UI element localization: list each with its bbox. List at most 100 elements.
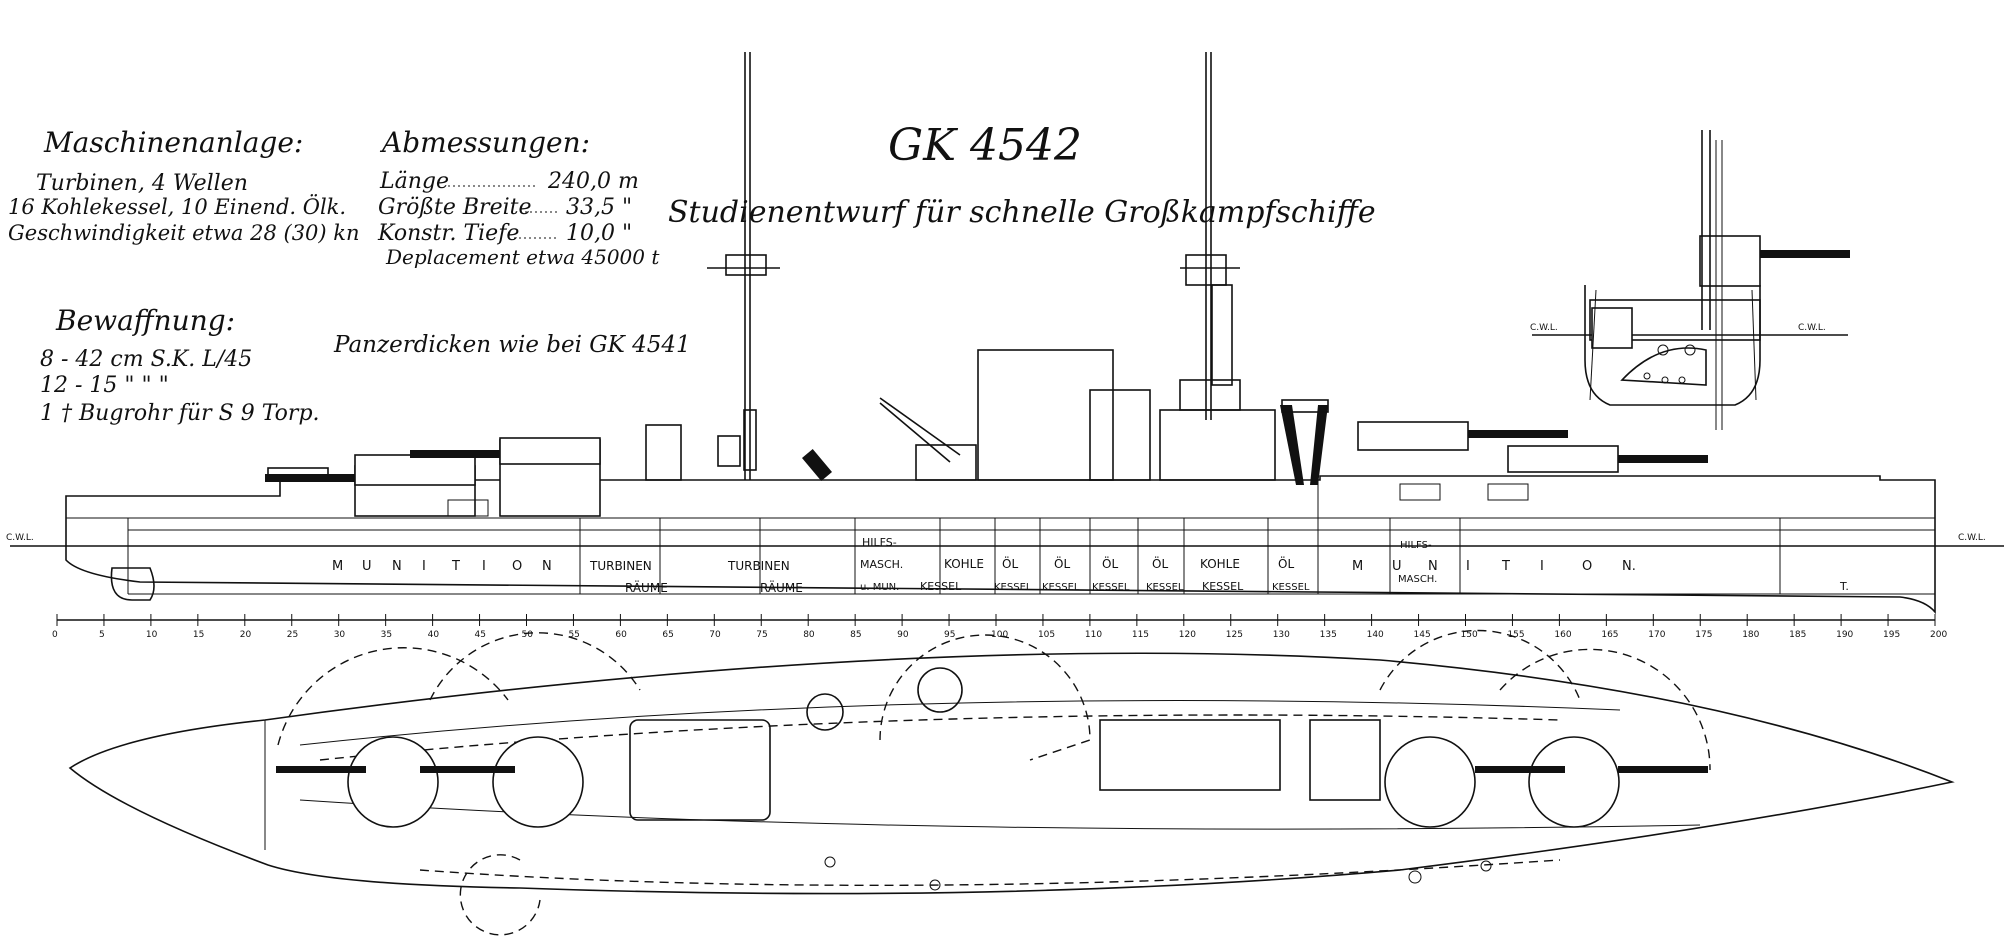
armament-line: 8 - 42 cm S.K. L/45: [40, 347, 252, 372]
boiler-label: KESSEL: [1042, 582, 1080, 593]
boiler-fuel-label: ÖL: [1152, 555, 1168, 571]
frame-number: 120: [1179, 630, 1196, 640]
drawing-title: GK 4542: [888, 120, 1082, 171]
munition-letter: U: [362, 559, 372, 574]
midship-section: C.W.L. C.W.L.: [1530, 130, 1850, 430]
armor-note: Panzerdicken wie bei GK 4541: [333, 332, 691, 358]
boiler-label: KESSEL: [1272, 582, 1310, 593]
frame-number: 200: [1930, 630, 1947, 640]
dimension-value: 240,0 m: [547, 169, 639, 194]
frame-number: 35: [381, 630, 392, 640]
munition-letter: N: [392, 559, 402, 574]
torpedo-mark: T.: [1839, 580, 1849, 593]
munition-aft-letter: N: [1428, 559, 1438, 574]
frame-number: 80: [803, 630, 815, 640]
dimensions-heading: Abmessungen:: [379, 126, 590, 159]
plan-view: [68, 629, 1955, 936]
boiler-fuel-label: ÖL: [1278, 555, 1294, 571]
frame-number: 20: [240, 630, 252, 640]
dimension-value: 10,0 ": [566, 221, 632, 246]
frame-number: 150: [1461, 630, 1478, 640]
munition-letter: M: [332, 559, 343, 574]
frame-number: 75: [756, 630, 767, 640]
armament-heading: Bewaffnung:: [55, 304, 235, 337]
munition-aft-letter: I: [1540, 559, 1544, 574]
boiler-label: KESSEL: [1092, 582, 1130, 593]
frame-number: 135: [1320, 630, 1337, 640]
hilfs-masch-label: MASCH.: [860, 558, 903, 571]
boiler-label: KESSEL: [920, 580, 962, 593]
frame-number: 145: [1414, 630, 1431, 640]
frame-number: 195: [1883, 630, 1900, 640]
machinery-line: 16 Kohlekessel, 10 Einend. Ölk.: [8, 194, 346, 219]
hilfs-masch-aft-label: MASCH.: [1398, 574, 1437, 585]
frame-number: 185: [1789, 630, 1806, 640]
turbinen-label: TURBINEN: [727, 559, 790, 573]
frame-number: 60: [615, 630, 627, 640]
munition-aft-letter: O: [1582, 559, 1592, 574]
dimension-value: 33,5 ": [566, 195, 632, 220]
machinery-heading: Maschinenanlage:: [43, 126, 303, 159]
boiler-fuel-label: KOHLE: [1200, 557, 1240, 571]
frame-number: 25: [287, 630, 298, 640]
frame-number: 65: [662, 630, 673, 640]
section-cwl-left: C.W.L.: [1530, 323, 1558, 333]
boiler-fuel-label: ÖL: [1102, 555, 1118, 571]
dimension-label: Konstr. Tiefe: [377, 221, 519, 246]
dimension-label: Größte Breite: [378, 195, 531, 220]
frame-number: 175: [1695, 630, 1712, 640]
frame-number: 190: [1836, 630, 1853, 640]
hilfs-masch-label: u. MUN.: [860, 582, 899, 593]
compartment-labels: M U N I T I O N TURBINEN TURBINEN RÄUME …: [332, 536, 1849, 595]
dimensions-block: Abmessungen: Länge 240,0 m Größte Breite…: [377, 126, 660, 269]
turbinen-label: TURBINEN: [589, 559, 652, 573]
munition-aft-letter: N.: [1622, 559, 1636, 574]
displacement: Deplacement etwa 45000 t: [385, 245, 660, 269]
machinery-line: Geschwindigkeit etwa 28 (30) kn: [8, 221, 360, 245]
munition-aft-letter: M: [1352, 559, 1363, 574]
boiler-label: KESSEL: [994, 582, 1032, 593]
frame-number: 30: [334, 630, 346, 640]
armament-block: Bewaffnung: 8 - 42 cm S.K. L/45 12 - 15 …: [40, 304, 320, 426]
frame-number: 110: [1085, 630, 1102, 640]
section-cwl-right: C.W.L.: [1798, 323, 1826, 333]
waterline-label-right: C.W.L.: [1958, 533, 1986, 543]
hilfs-masch-label: HILFS-: [862, 536, 897, 549]
frame-number: 180: [1742, 630, 1759, 640]
raume-label: RÄUME: [625, 580, 668, 595]
side-elevation: C.W.L. C.W.L.: [6, 52, 2004, 615]
frame-number: 165: [1601, 630, 1618, 640]
munition-letter: N: [542, 559, 552, 574]
frame-number: 170: [1648, 630, 1665, 640]
frame-number: 95: [944, 630, 955, 640]
frame-number: 15: [193, 630, 204, 640]
frame-number: 115: [1132, 630, 1149, 640]
frame-number: 70: [709, 630, 721, 640]
boiler-label: KESSEL: [1202, 580, 1244, 593]
munition-letter: I: [422, 559, 426, 574]
munition-aft-letter: U: [1392, 559, 1402, 574]
munition-aft-letter: T: [1501, 559, 1510, 574]
dimension-label: Länge: [379, 169, 449, 194]
frame-number: 130: [1273, 630, 1290, 640]
frame-number: 100: [991, 630, 1008, 640]
boiler-label: KESSEL: [1146, 582, 1184, 593]
frame-number: 5: [99, 630, 105, 640]
boiler-fuel-label: KOHLE: [944, 557, 984, 571]
frame-number: 90: [897, 630, 909, 640]
machinery-line: Turbinen, 4 Wellen: [36, 171, 248, 196]
frame-number: 105: [1038, 630, 1055, 640]
machinery-block: Maschinenanlage: Turbinen, 4 Wellen 16 K…: [8, 126, 360, 245]
waterline-label-left: C.W.L.: [6, 533, 34, 543]
frame-number: 85: [850, 630, 861, 640]
raume-label: RÄUME: [760, 580, 803, 595]
munition-letter: T: [451, 559, 460, 574]
munition-letter: O: [512, 559, 522, 574]
armament-line: 1 † Bugrohr für S 9 Torp.: [40, 401, 320, 426]
munition-letter: I: [482, 559, 486, 574]
hilfs-masch-aft-label: HILFS-: [1400, 540, 1432, 551]
frame-number: 50: [522, 630, 534, 640]
munition-aft-letter: I: [1466, 559, 1470, 574]
